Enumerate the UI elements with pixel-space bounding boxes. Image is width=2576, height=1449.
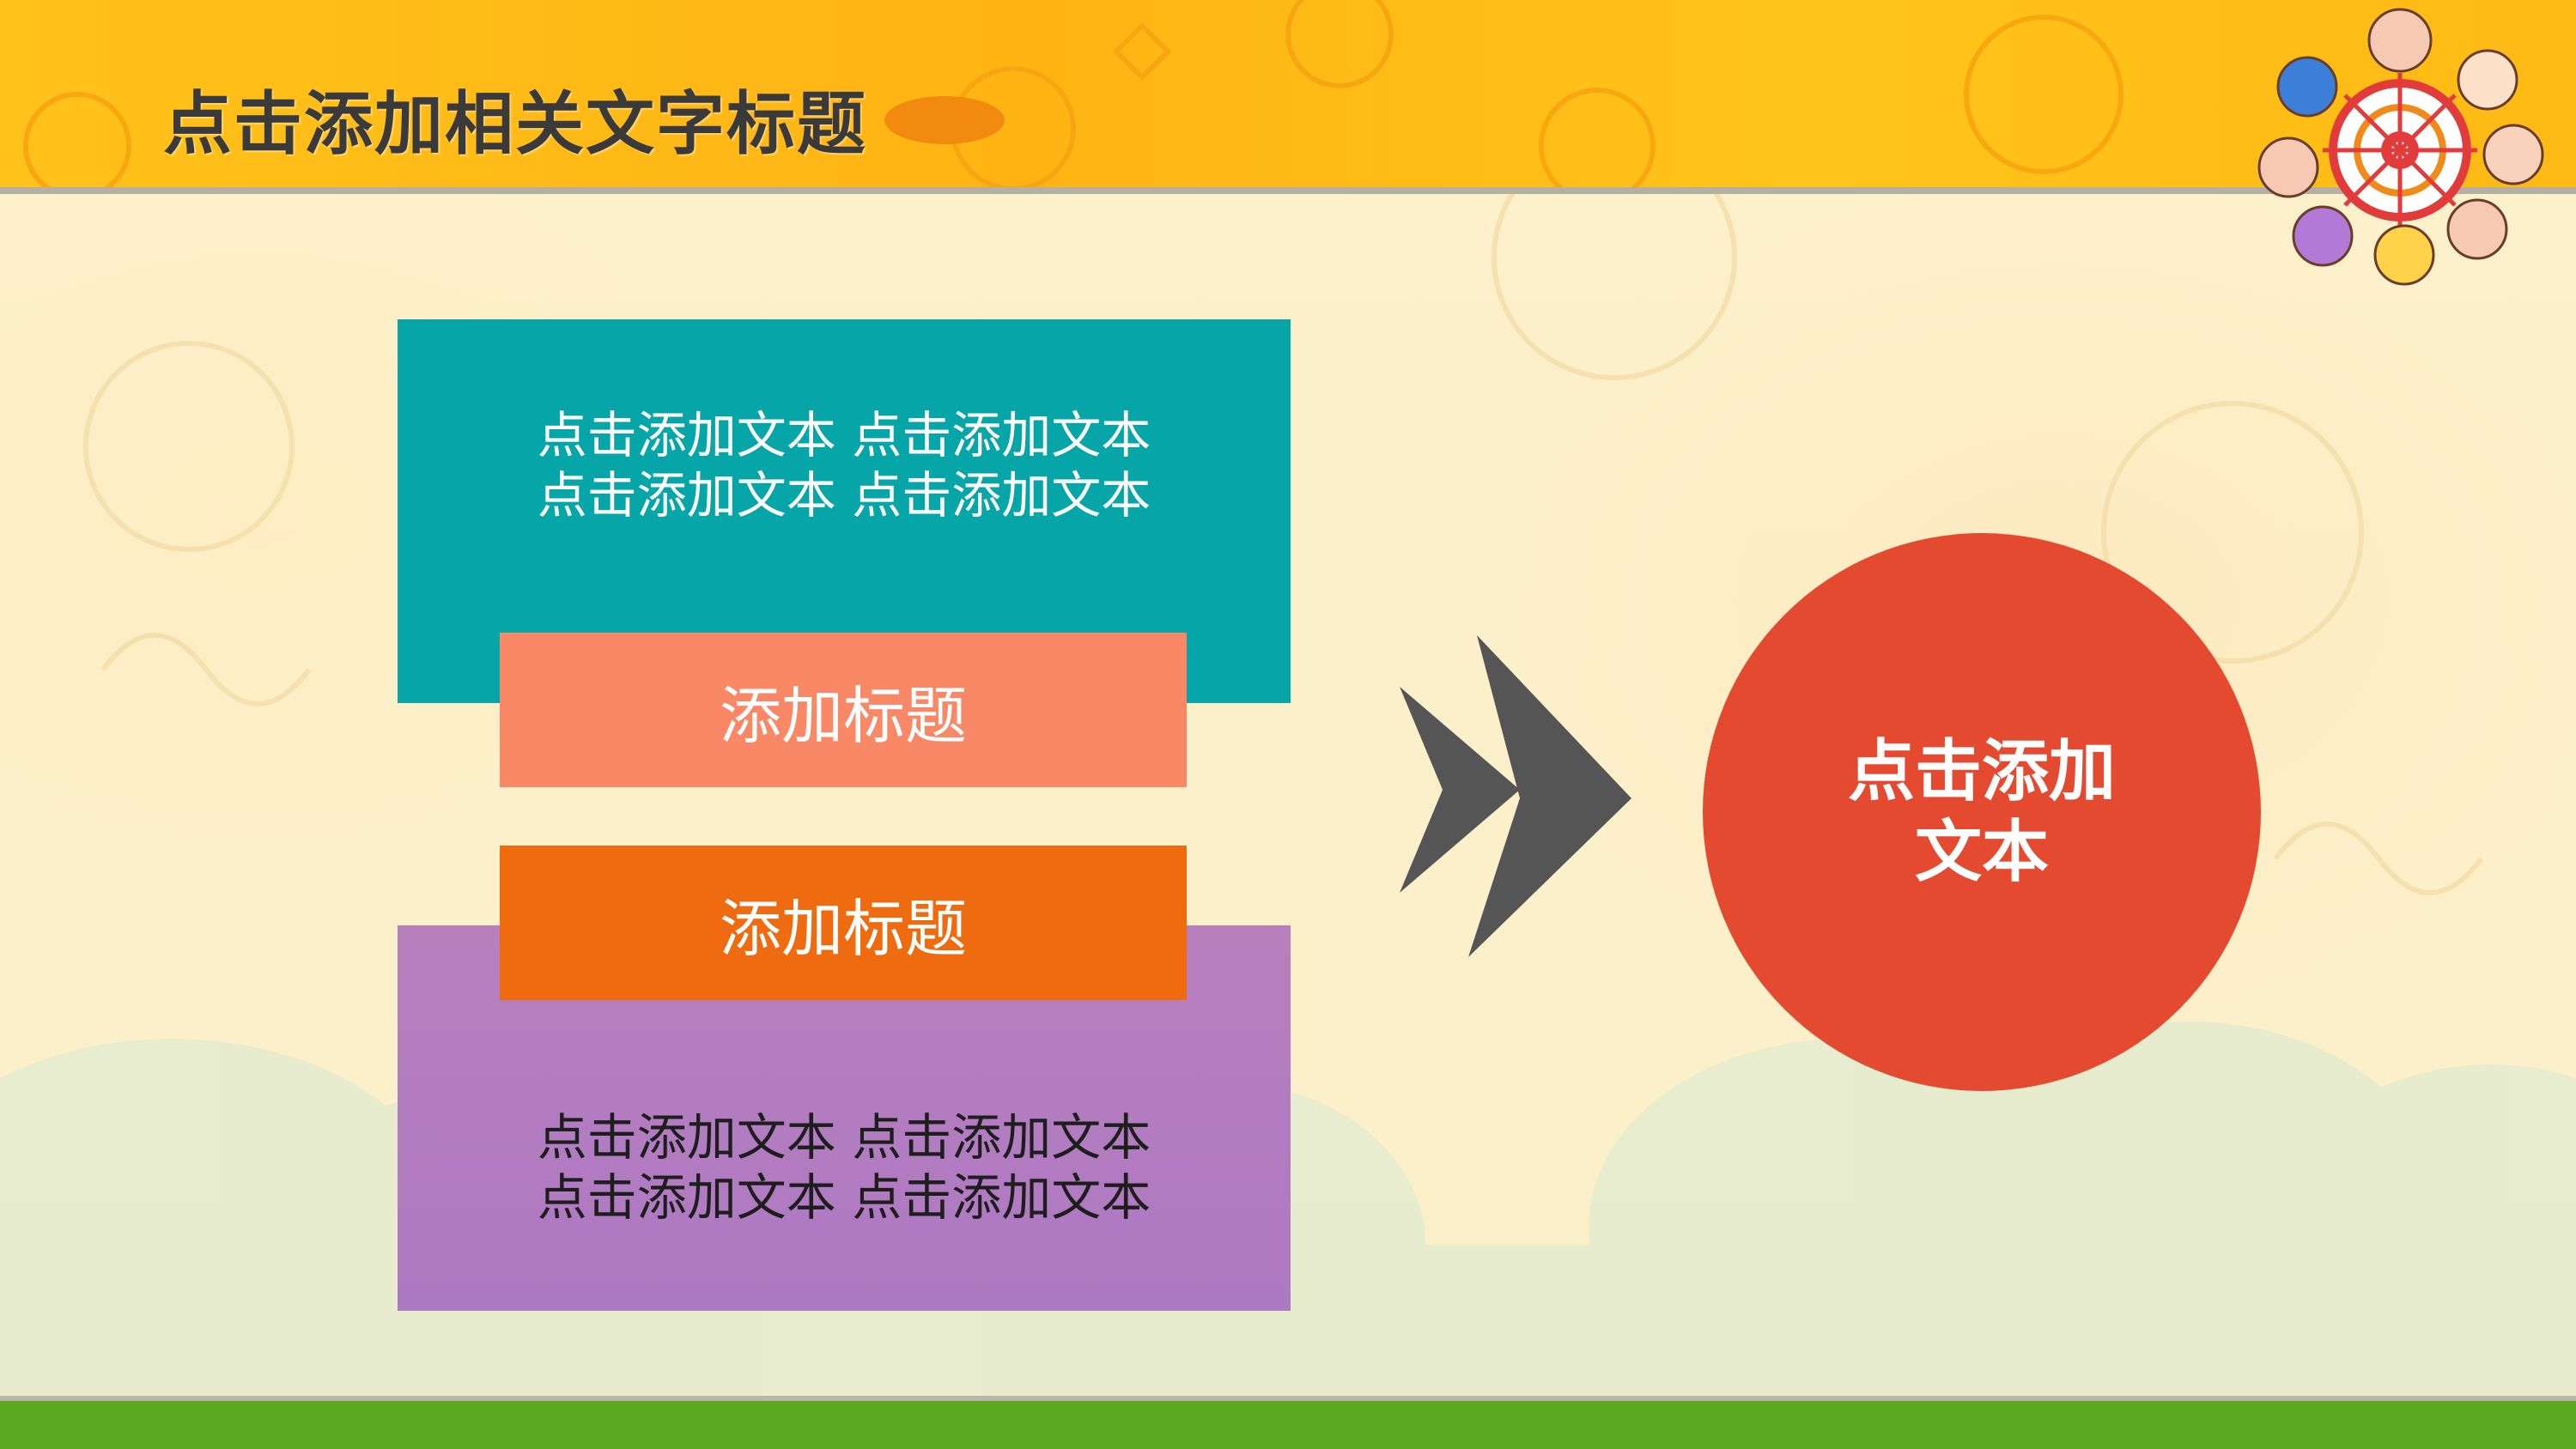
title-block-1: 添加标题 [500,633,1187,787]
circle-text-line-1[interactable]: 点击添加 [1847,733,2116,810]
title-block-2: 添加标题 [500,846,1187,1000]
double-chevron-right-icon [1400,635,1631,957]
top-text-line-1[interactable]: 点击添加文本 点击添加文本 [537,406,1151,464]
ferris-wheel-icon [2257,8,2544,286]
top-text-line-2[interactable]: 点击添加文本 点击添加文本 [537,466,1151,524]
circle-text-line-2[interactable]: 文本 [1914,814,2049,891]
header-bar [0,0,2576,187]
footer-divider [0,1396,2576,1403]
title-label-2[interactable]: 添加标题 [719,892,967,965]
header-divider [0,187,2576,194]
bottom-text-line-1[interactable]: 点击添加文本 点击添加文本 [537,1108,1151,1167]
footer-grass-bar [0,1401,2576,1449]
bottom-text-line-2[interactable]: 点击添加文本 点击添加文本 [537,1168,1151,1227]
highlight-circle: 点击添加 文本 [1703,533,2261,1091]
title-label-1[interactable]: 添加标题 [719,679,967,752]
page-title[interactable]: 点击添加相关文字标题 [163,84,867,164]
